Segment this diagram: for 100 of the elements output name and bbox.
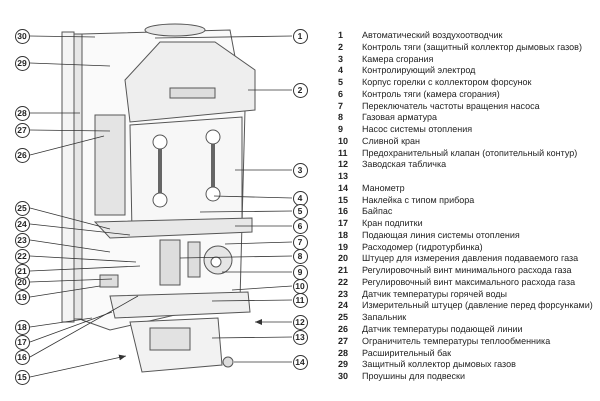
leader-line — [30, 256, 136, 262]
callout-number: 18 — [14, 320, 30, 334]
item-number: 4 — [338, 65, 344, 76]
item-description: Автоматический воздухоотводчик — [362, 30, 502, 40]
item-description: Газовая арматура — [362, 112, 438, 122]
leader-line — [30, 224, 130, 236]
leader-line — [30, 136, 104, 156]
item-number: 24 — [338, 300, 348, 310]
item-number: 10 — [338, 136, 348, 146]
item-number: 2 — [338, 42, 344, 52]
callout-number: 4 — [292, 190, 308, 206]
callout-number: 19 — [14, 290, 30, 304]
leader-line — [30, 354, 126, 378]
item-description: Запальник — [362, 312, 406, 322]
item-number: 21 — [338, 265, 348, 276]
item-number: 19 — [338, 242, 348, 252]
leader-line — [212, 336, 292, 338]
callout-number: 15 — [14, 370, 30, 384]
item-number: 26 — [338, 324, 348, 334]
item-number: 12 — [338, 159, 348, 170]
leader-line — [30, 112, 80, 114]
callout-number: 13 — [292, 330, 308, 344]
callout-number: 2 — [292, 82, 308, 98]
leader-line — [30, 130, 110, 132]
item-description: Датчик температуры подающей линии — [362, 324, 523, 334]
item-number: 28 — [338, 348, 348, 358]
callout-number: 14 — [292, 354, 308, 370]
item-number: 13 — [338, 171, 348, 182]
item-description: Байпас — [362, 206, 392, 216]
item-number: 1 — [338, 30, 344, 40]
leader-line — [200, 210, 292, 212]
item-description: Расширительный бак — [362, 348, 452, 358]
item-number: 25 — [338, 312, 348, 322]
item-number: 11 — [338, 148, 348, 158]
item-number: 30 — [338, 371, 348, 382]
callout-number: 7 — [292, 234, 308, 250]
item-number: 27 — [338, 336, 348, 346]
leader-line — [30, 318, 92, 328]
callout-number: 1 — [292, 28, 308, 44]
callout-number: 10 — [292, 278, 308, 294]
callout-number: 5 — [292, 204, 308, 218]
callout-number: 11 — [292, 292, 308, 308]
item-description: Переключатель частоты вращения насоса — [362, 100, 540, 111]
item-number: 3 — [338, 54, 344, 64]
item-description: Регулировочный винт минимального расхода газа — [362, 265, 572, 276]
callout-number: 17 — [14, 334, 30, 350]
leader-line — [30, 240, 110, 252]
item-number: 9 — [338, 124, 344, 134]
callout-number: 12 — [292, 314, 308, 330]
leader-line — [30, 312, 112, 342]
callout-number: 3 — [292, 162, 308, 178]
item-description: Сливной кран — [362, 136, 420, 146]
item-description: Корпус горелки с коллектором форсунок — [362, 77, 532, 88]
item-number: 16 — [338, 206, 348, 216]
item-description: Подающая линия системы отопления — [362, 230, 520, 240]
callout-number: 26 — [14, 148, 30, 162]
item-number: 5 — [338, 77, 344, 88]
item-description: Защитный коллектор дымовых газов — [362, 359, 516, 370]
leader-line — [154, 36, 292, 38]
callout-number: 6 — [292, 218, 308, 234]
callout-number: 21 — [14, 264, 30, 278]
leader-line — [30, 286, 100, 298]
item-description: Контролирующий электрод — [362, 65, 476, 76]
leader-line — [30, 36, 96, 38]
item-description: Камера сгорания — [362, 54, 434, 64]
item-number: 15 — [338, 194, 348, 205]
leader-line — [212, 300, 292, 302]
item-description: Насос системы отопления — [362, 124, 472, 134]
leader-line — [180, 256, 292, 258]
item-description: Манометр — [362, 182, 405, 193]
item-description: Измерительный штуцер (давление перед форсунками) — [362, 300, 593, 310]
callout-number: 22 — [14, 248, 30, 264]
callout-number: 25 — [14, 200, 30, 216]
item-number: 20 — [338, 253, 348, 264]
item-description: Регулировочный винт максимального расхода газа — [362, 276, 576, 287]
item-number: 23 — [338, 288, 348, 299]
item-description: Расходомер (гидротурбинка) — [362, 242, 483, 252]
leader-line — [224, 242, 292, 244]
callout-number: 16 — [14, 350, 30, 364]
callout-number: 24 — [14, 216, 30, 232]
item-number: 8 — [338, 112, 344, 122]
leader-line — [214, 196, 292, 198]
item-description: Ограничитель температуры теплообменника — [362, 336, 550, 346]
callout-number: 8 — [292, 248, 308, 264]
callout-number: 23 — [14, 232, 30, 248]
item-description: Проушины для подвески — [362, 371, 466, 382]
item-number: 7 — [338, 100, 344, 111]
item-number: 14 — [338, 182, 348, 193]
item-description: Контроль тяги (камера сгорания) — [362, 88, 500, 99]
callout-number: 30 — [14, 28, 30, 44]
callout-number: 9 — [292, 264, 308, 280]
callout-number: 28 — [14, 106, 30, 120]
leader-line — [30, 266, 140, 272]
item-description: Кран подпитки — [362, 218, 423, 228]
item-number: 29 — [338, 359, 348, 370]
item-number: 17 — [338, 218, 348, 228]
item-description: Предохранительный клапан (отопительный контур) — [362, 148, 578, 158]
leader-line — [254, 319, 292, 325]
item-description: Штуцер для измерения давления подаваемого газа — [362, 253, 578, 264]
item-description: Наклейка с типом прибора — [362, 194, 474, 205]
